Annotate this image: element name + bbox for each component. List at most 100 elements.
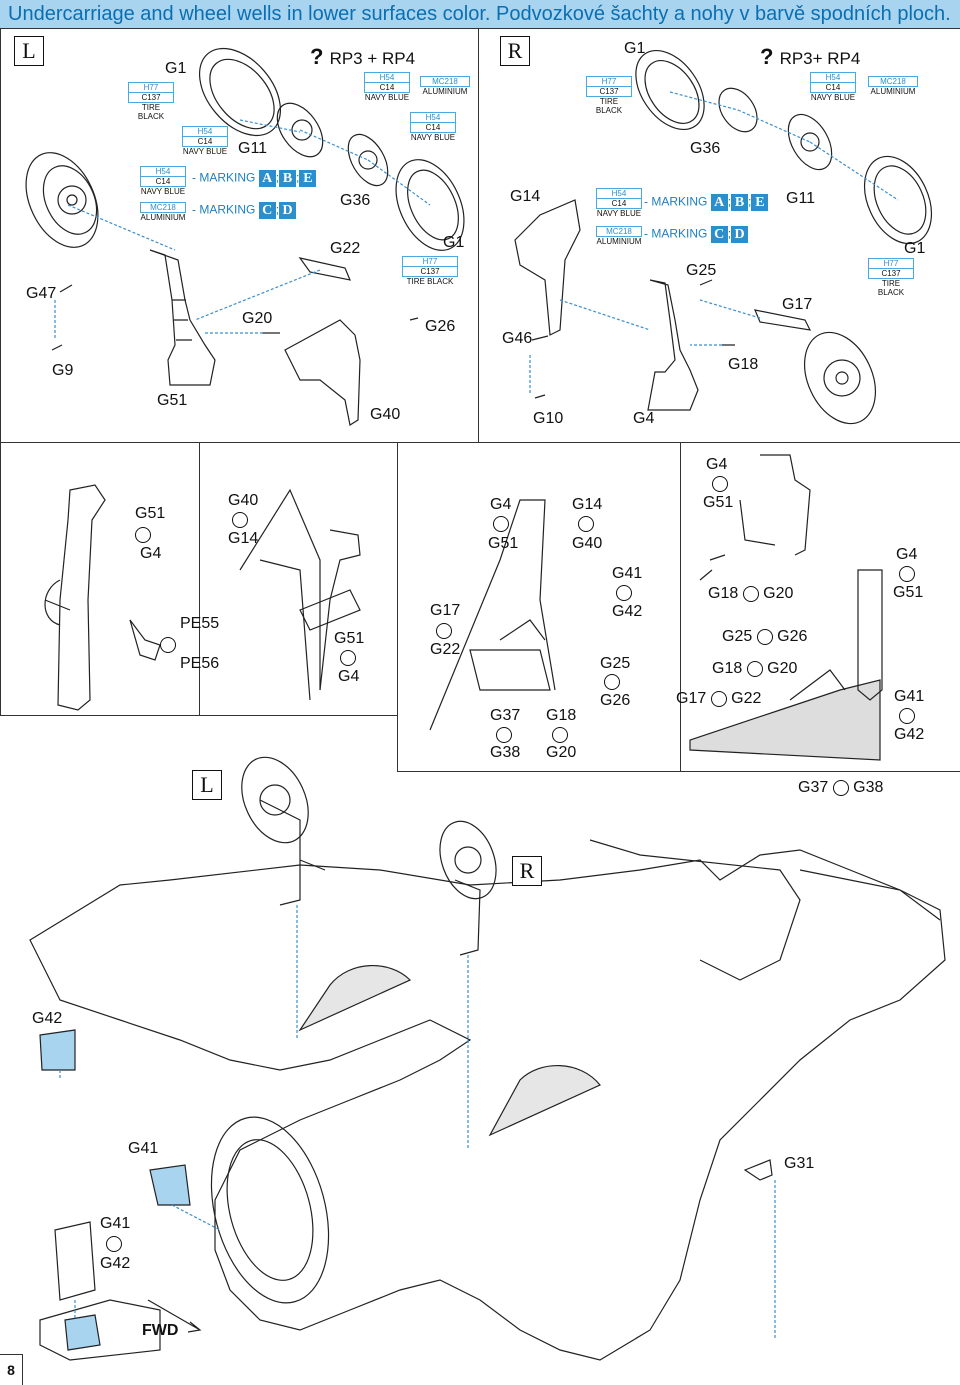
part-g42-bottom-b: G42	[100, 1255, 131, 1272]
marking-cd-left: - MARKING C;D	[192, 202, 297, 219]
part-pe56: PE56	[180, 655, 220, 672]
part-g47: G47	[26, 285, 57, 302]
option-right-rp: ? RP3+ RP4	[760, 44, 861, 69]
part-g18-right: G18	[728, 356, 759, 373]
part-g41-bottom-b: G41	[100, 1215, 131, 1232]
part-g9: G9	[52, 362, 74, 379]
panel-left-gear	[0, 28, 480, 444]
side-right-indicator-aircraft: R	[512, 856, 542, 886]
part-g17-right: G17	[782, 296, 813, 313]
part-g4-d2: G4	[338, 668, 360, 685]
page-number: 8	[0, 1354, 23, 1385]
assembly-icon	[616, 585, 632, 601]
option-left-rp: ? RP3 + RP4	[310, 44, 416, 69]
fwd-label: FWD	[142, 1322, 179, 1339]
part-g4-d4b: G4	[896, 546, 918, 563]
assembly-icon	[496, 727, 512, 743]
assembly-g25-g26: G25 G26	[722, 628, 808, 645]
side-left-indicator: L	[14, 36, 44, 66]
part-g1-left-2: G1	[443, 234, 465, 251]
assembly-icon	[436, 623, 452, 639]
assembly-icon	[604, 674, 620, 690]
part-g4-d3: G4	[490, 496, 512, 513]
part-g26-d3: G26	[600, 692, 631, 709]
part-g51-d4: G51	[703, 494, 734, 511]
part-g42-d4: G42	[894, 726, 925, 743]
assembly-icon	[160, 637, 176, 653]
part-pe55: PE55	[180, 615, 220, 632]
assembly-icon	[135, 527, 151, 543]
option-right-text: RP3+ RP4	[779, 49, 861, 68]
part-g25-d3: G25	[600, 655, 631, 672]
part-g14-d2: G14	[228, 530, 259, 547]
marking-abe-left: - MARKING A;B;E	[192, 170, 317, 187]
part-g18-d3: G18	[546, 707, 577, 724]
assembly-icon	[106, 1236, 122, 1252]
part-g51-d1: G51	[135, 505, 166, 522]
marking-cd-right: - MARKING C;D	[644, 226, 749, 243]
assembly-icon	[493, 516, 509, 532]
part-g36-left: G36	[340, 192, 371, 209]
assembly-icon	[340, 650, 356, 666]
part-g51-d2: G51	[334, 630, 365, 647]
side-right-indicator: R	[500, 36, 530, 66]
part-g42-bottom: G42	[32, 1010, 63, 1027]
part-g41-d3: G41	[612, 565, 643, 582]
part-g4-right: G4	[633, 410, 655, 427]
part-g14-d3: G14	[572, 496, 603, 513]
side-left-indicator-aircraft: L	[192, 770, 222, 800]
part-g20-left: G20	[242, 310, 273, 327]
assembly-icon	[232, 512, 248, 528]
part-g40-d3: G40	[572, 535, 603, 552]
part-g10: G10	[533, 410, 564, 427]
panel-detail-3	[397, 442, 682, 772]
part-g22-left: G22	[330, 240, 361, 257]
part-g51-left: G51	[157, 392, 188, 409]
part-g51-d4b: G51	[893, 584, 924, 601]
part-g14-right: G14	[510, 188, 541, 205]
panel-detail-1	[0, 442, 201, 716]
assembly-icon	[899, 708, 915, 724]
page-header: Undercarriage and wheel wells in lower s…	[0, 0, 960, 29]
part-g20-d3: G20	[546, 744, 577, 761]
part-g41-d4: G41	[894, 688, 925, 705]
part-g38-d3: G38	[490, 744, 521, 761]
assembly-g17-g22: G17 G22	[676, 690, 762, 707]
assembly-g37-g38: G37 G38	[798, 779, 884, 796]
panel-detail-2	[199, 442, 399, 716]
part-g22-d3: G22	[430, 641, 461, 658]
part-g37-d3: G37	[490, 707, 521, 724]
part-g1-left: G1	[165, 60, 187, 77]
option-left-text: RP3 + RP4	[329, 49, 416, 68]
part-g25-right: G25	[686, 262, 717, 279]
header-title: Undercarriage and wheel wells in lower s…	[8, 3, 951, 25]
part-g11-left: G11	[238, 140, 268, 157]
part-g40-left: G40	[370, 406, 401, 423]
assembly-g18-g20-b: G18 G20	[712, 660, 798, 677]
part-g31: G31	[784, 1155, 815, 1172]
part-g17-d3: G17	[430, 602, 461, 619]
assembly-icon	[552, 727, 568, 743]
part-g11-right: G11	[786, 190, 816, 207]
assembly-g18-g20: G18 G20	[708, 585, 794, 602]
assembly-icon	[899, 566, 915, 582]
assembly-icon	[712, 476, 728, 492]
part-g1-right-2: G1	[904, 240, 926, 257]
part-g40-d2: G40	[228, 492, 259, 509]
part-g1-right: G1	[624, 40, 646, 57]
part-g51-d3: G51	[488, 535, 519, 552]
part-g41-bottom: G41	[128, 1140, 159, 1157]
